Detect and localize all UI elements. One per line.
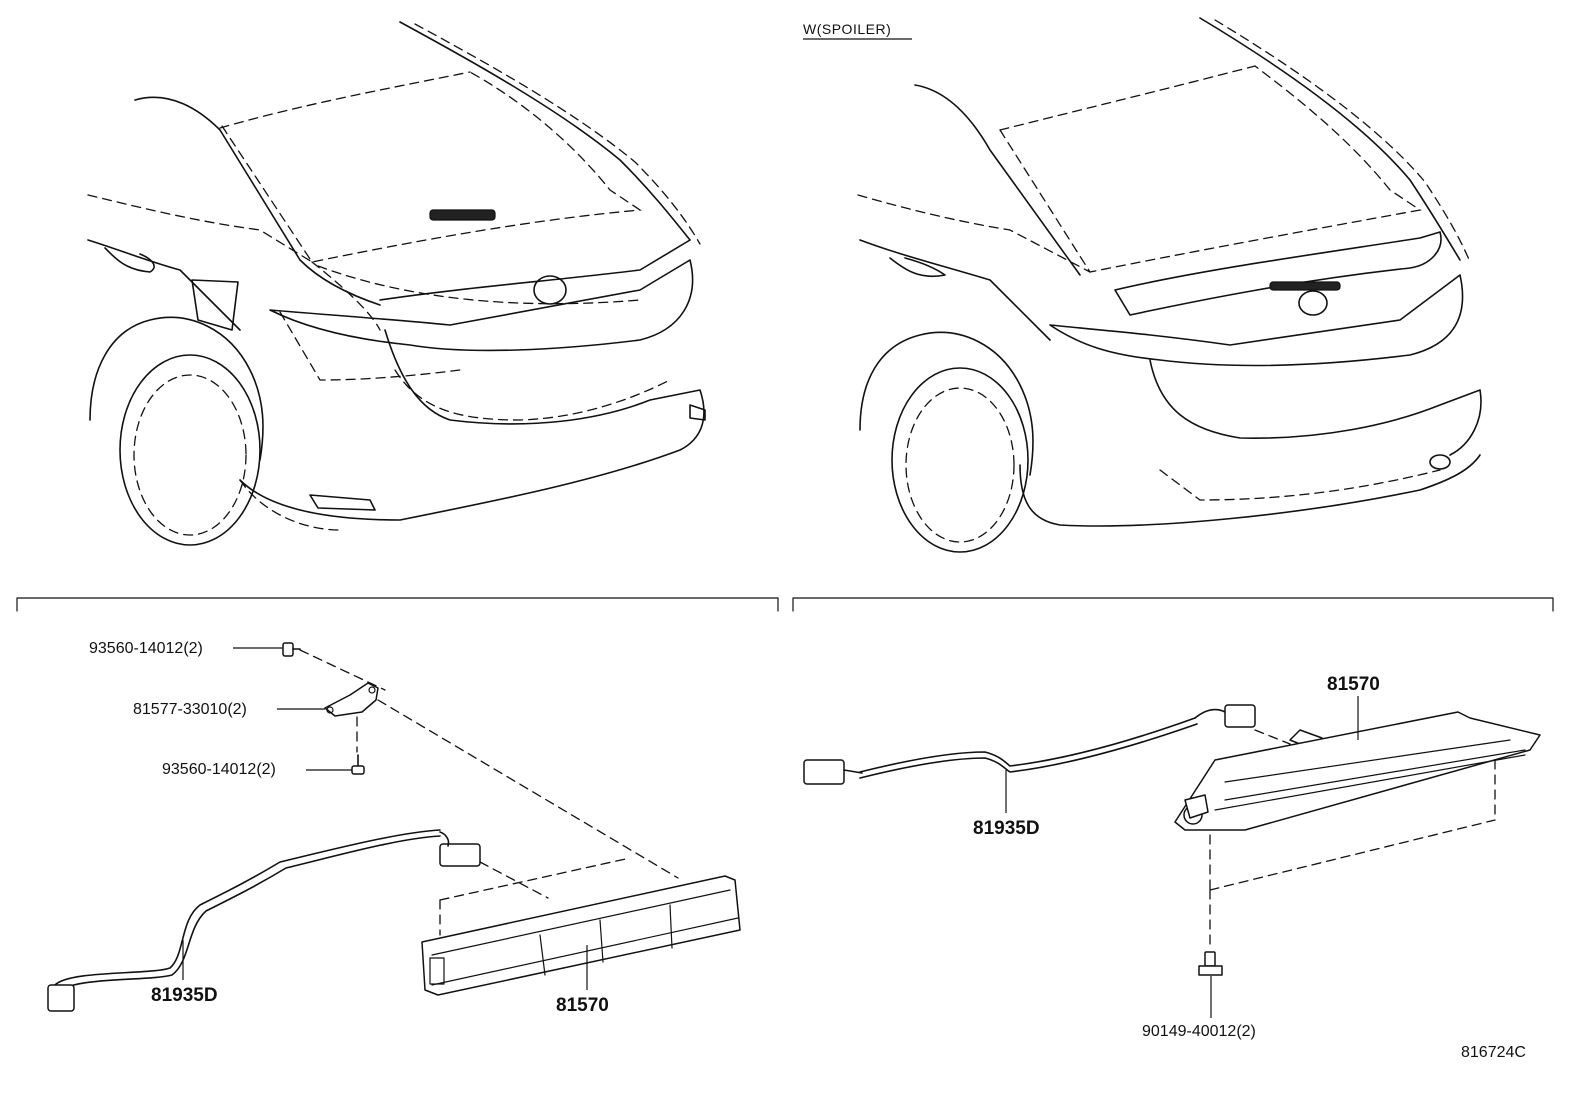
bracket-part	[324, 682, 379, 717]
variant-header: W(SPOILER)	[803, 21, 912, 40]
screw-bottom-part	[351, 754, 365, 775]
left-assembly	[47, 642, 741, 1012]
label-screw-bottom: 93560-14012(2)	[162, 761, 276, 778]
label-screw-top: 93560-14012(2)	[89, 640, 203, 657]
label-wire-left: 81935D	[151, 985, 218, 1006]
variant-header-label: W(SPOILER)	[803, 21, 891, 37]
high-mount-stop-lamp-mark	[429, 209, 496, 221]
illustration-code: 816724C	[1461, 1044, 1526, 1061]
right-section-bracket	[792, 597, 1554, 612]
right-car-illustration	[857, 17, 1482, 553]
right-labels: 81570 81935D 90149-40012(2)	[973, 674, 1380, 1040]
label-screw-right: 90149-40012(2)	[1142, 1023, 1256, 1040]
right-assembly	[803, 704, 1541, 976]
lamp-left-part	[421, 875, 741, 996]
screw-top-part	[282, 642, 301, 657]
spoiler-mark	[1114, 231, 1442, 316]
label-bracket: 81577-33010(2)	[133, 701, 247, 718]
screw-right-part	[1198, 951, 1223, 976]
lamp-right-part	[1174, 711, 1541, 831]
spoiler-stop-lamp-mark	[1269, 281, 1341, 291]
emblem-mark-2	[1298, 290, 1328, 316]
wire-harness-part	[54, 829, 441, 986]
left-section-bracket	[16, 597, 779, 612]
left-labels: 93560-14012(2) 81577-33010(2) 93560-1401…	[89, 640, 609, 1016]
wire-harness-right-part	[859, 717, 1196, 773]
label-lamp-left: 81570	[556, 995, 609, 1016]
label-lamp-right: 81570	[1327, 674, 1380, 695]
fuel-door-mark	[191, 279, 239, 331]
label-wire-right: 81935D	[973, 818, 1040, 839]
left-car-illustration	[87, 21, 706, 546]
emblem-mark	[533, 275, 567, 305]
